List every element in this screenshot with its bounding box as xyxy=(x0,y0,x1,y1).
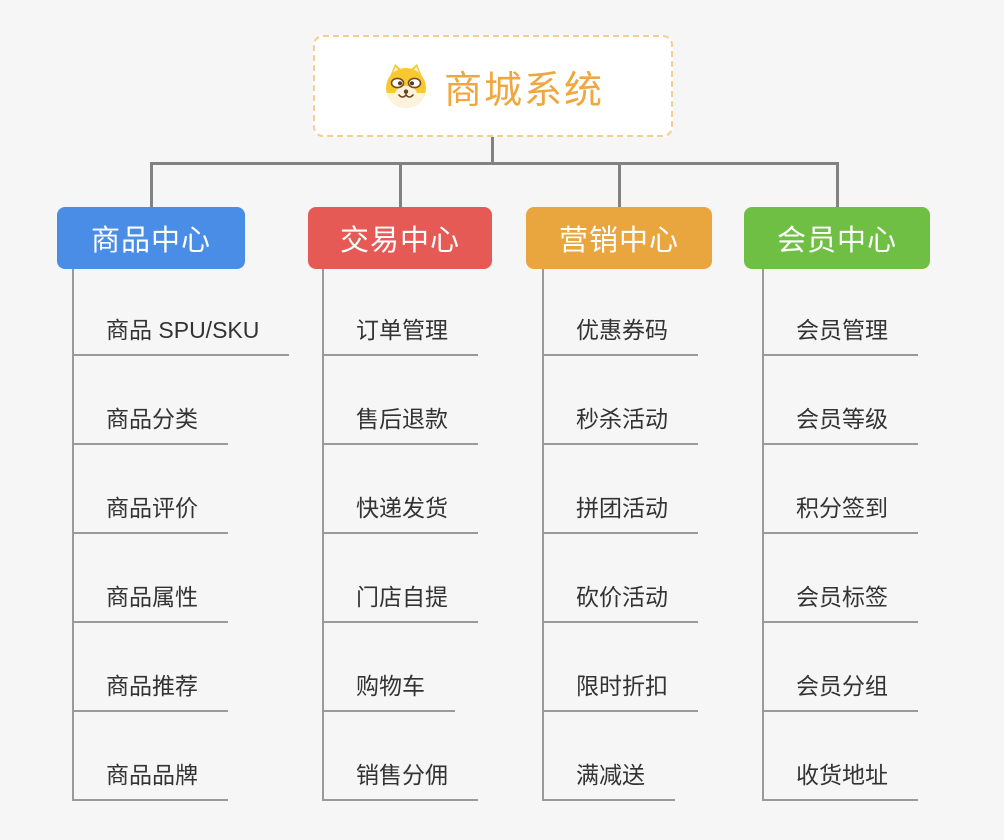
leaf-node[interactable]: 商品品牌 xyxy=(72,757,228,801)
leaf-node[interactable]: 门店自提 xyxy=(322,579,478,623)
connector-drop-product xyxy=(150,162,153,208)
root-node-title: 商城系统 xyxy=(443,69,604,112)
branch-label: 营销中心 xyxy=(558,225,679,257)
tree-line-member xyxy=(762,269,764,801)
leaf-node[interactable]: 购物车 xyxy=(322,668,455,712)
leaf-node[interactable]: 商品推荐 xyxy=(72,668,228,712)
shiba-dog-icon xyxy=(385,64,426,108)
connector-root-drop xyxy=(491,137,494,164)
leaf-node[interactable]: 商品评价 xyxy=(72,490,228,534)
leaf-node[interactable]: 订单管理 xyxy=(322,312,478,356)
leaf-node[interactable]: 砍价活动 xyxy=(542,579,698,623)
leaf-node[interactable]: 拼团活动 xyxy=(542,490,698,534)
leaf-node[interactable]: 售后退款 xyxy=(322,401,478,445)
leaf-node[interactable]: 商品 SPU/SKU xyxy=(72,312,290,356)
leaf-node[interactable]: 秒杀活动 xyxy=(542,401,698,445)
leaf-node[interactable]: 商品分类 xyxy=(72,401,228,445)
branch-node-member-center[interactable]: 会员中心 xyxy=(744,207,930,269)
branch-label: 交易中心 xyxy=(339,225,460,257)
leaf-node[interactable]: 满减送 xyxy=(542,757,675,801)
connector-drop-marketing xyxy=(618,162,621,208)
branch-node-product-center[interactable]: 商品中心 xyxy=(57,207,245,269)
branch-node-trade-center[interactable]: 交易中心 xyxy=(308,207,492,269)
leaf-node[interactable]: 会员标签 xyxy=(762,579,918,623)
leaf-node[interactable]: 快递发货 xyxy=(322,490,478,534)
root-node[interactable]: 商城系统 xyxy=(313,35,673,137)
leaf-node[interactable]: 商品属性 xyxy=(72,579,228,623)
tree-line-marketing xyxy=(542,269,544,801)
connector-drop-member xyxy=(836,162,839,208)
leaf-node[interactable]: 会员等级 xyxy=(762,401,918,445)
leaf-node[interactable]: 销售分佣 xyxy=(322,757,478,801)
leaf-node[interactable]: 会员分组 xyxy=(762,668,918,712)
leaf-node[interactable]: 会员管理 xyxy=(762,312,918,356)
connector-drop-trade xyxy=(399,162,402,208)
tree-line-product xyxy=(72,269,74,801)
leaf-node[interactable]: 收货地址 xyxy=(762,757,918,801)
branch-label: 商品中心 xyxy=(90,225,211,257)
leaf-node[interactable]: 积分签到 xyxy=(762,490,918,534)
branch-label: 会员中心 xyxy=(776,225,897,257)
tree-line-trade xyxy=(322,269,324,801)
branch-node-marketing-center[interactable]: 营销中心 xyxy=(526,207,712,269)
connector-spine xyxy=(150,162,839,165)
leaf-node[interactable]: 限时折扣 xyxy=(542,668,698,712)
leaf-node[interactable]: 优惠券码 xyxy=(542,312,698,356)
